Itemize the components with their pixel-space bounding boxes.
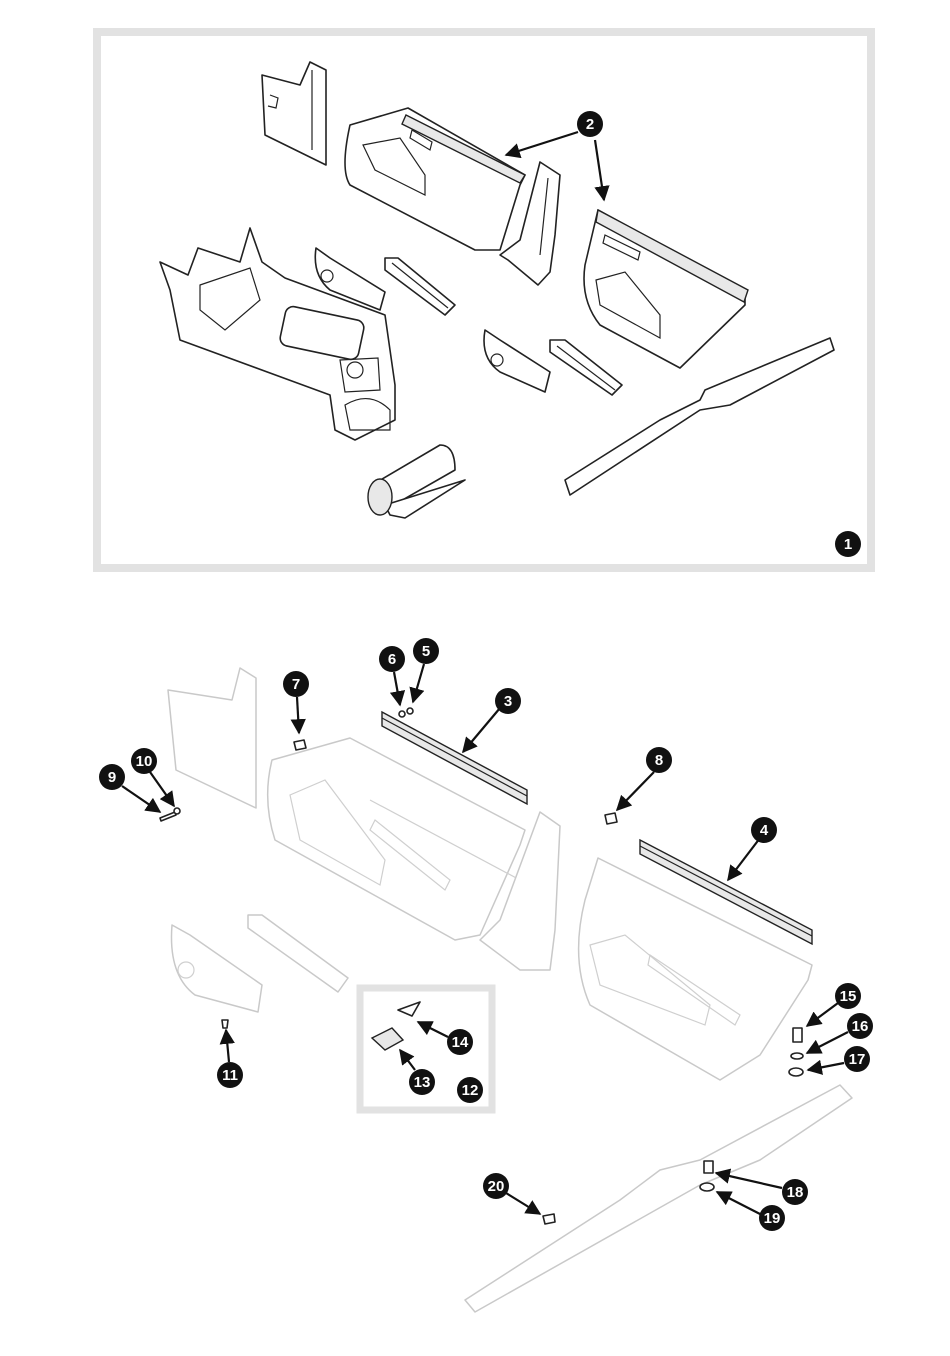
rear-pocket-right bbox=[483, 329, 551, 393]
front-door-card-left bbox=[344, 107, 527, 251]
callout-4: 4 bbox=[727, 817, 777, 882]
callout-17-label: 17 bbox=[849, 1051, 866, 1068]
front-pocket-left bbox=[314, 247, 386, 311]
callout-19-label: 19 bbox=[764, 1210, 781, 1227]
part-13-clip bbox=[370, 1027, 405, 1051]
callout-7-label: 7 bbox=[292, 676, 300, 693]
callout-3: 3 bbox=[462, 688, 521, 754]
callout-10-label: 10 bbox=[136, 753, 153, 770]
rear-quarter-card bbox=[261, 61, 327, 166]
inset-12-frame bbox=[356, 984, 496, 1114]
callout-6-label: 6 bbox=[388, 651, 396, 668]
part-19-washer bbox=[699, 1182, 715, 1192]
front-armrest-left bbox=[384, 257, 456, 316]
callout-2-label: 2 bbox=[586, 116, 594, 133]
callout-3-label: 3 bbox=[504, 693, 512, 710]
ghost-quarter-card bbox=[167, 667, 257, 809]
part-6-washer bbox=[398, 710, 406, 718]
callout-14-label: 14 bbox=[452, 1034, 469, 1051]
callout-9: 9 bbox=[99, 764, 162, 813]
callout-10: 10 bbox=[131, 748, 175, 808]
callout-16: 16 bbox=[805, 1013, 873, 1054]
part-7-fastener bbox=[293, 739, 307, 751]
exploded-detail-panel: 3 4 5 6 7 8 9 bbox=[99, 638, 873, 1313]
ghost-front-armrest bbox=[247, 914, 349, 993]
callout-13-label: 13 bbox=[414, 1074, 431, 1091]
part-14-screw bbox=[397, 1001, 421, 1017]
callout-14: 14 bbox=[416, 1021, 473, 1055]
callout-20: 20 bbox=[483, 1173, 542, 1215]
part-5-screw bbox=[406, 707, 414, 715]
callout-5: 5 bbox=[409, 638, 439, 704]
callout-18-label: 18 bbox=[787, 1184, 804, 1201]
callout-8-label: 8 bbox=[655, 752, 663, 769]
ghost-b-pillar bbox=[479, 811, 561, 971]
callout-5-label: 5 bbox=[422, 643, 430, 660]
callout-11-label: 11 bbox=[222, 1067, 238, 1084]
callout-18: 18 bbox=[714, 1168, 808, 1205]
callout-17: 17 bbox=[806, 1046, 870, 1075]
part-20-fastener bbox=[542, 1213, 556, 1225]
part-15-bolt bbox=[792, 1027, 803, 1043]
part-17-washer bbox=[788, 1067, 804, 1077]
callout-13: 13 bbox=[399, 1048, 435, 1095]
callout-1: 1 bbox=[835, 531, 861, 557]
center-console bbox=[159, 227, 396, 441]
callout-8: 8 bbox=[615, 747, 672, 812]
part-3-capping-rail bbox=[381, 710, 528, 806]
ghost-rear-door bbox=[577, 857, 813, 1081]
callout-6: 6 bbox=[379, 646, 406, 707]
rear-armrest-right bbox=[549, 339, 623, 396]
part-18-bolt bbox=[703, 1160, 714, 1174]
part-11-screw bbox=[221, 1019, 229, 1029]
callout-7: 7 bbox=[283, 671, 309, 735]
callout-15: 15 bbox=[805, 983, 861, 1027]
part-8-fastener bbox=[604, 812, 618, 825]
callout-12-label: 12 bbox=[462, 1082, 479, 1099]
callout-20-label: 20 bbox=[488, 1178, 505, 1195]
ghost-front-pocket bbox=[170, 924, 263, 1013]
callout-12: 12 bbox=[457, 1077, 483, 1103]
b-pillar-trim bbox=[499, 161, 561, 286]
part-4-capping-rail bbox=[639, 838, 813, 946]
rear-door-card bbox=[583, 208, 749, 369]
callout-2: 2 bbox=[504, 111, 610, 202]
kit-panel-frame bbox=[93, 28, 875, 572]
callout-11: 11 bbox=[217, 1028, 243, 1088]
ghost-parcel-shelf bbox=[464, 1084, 853, 1313]
kit-overview-panel: 2 1 bbox=[93, 28, 875, 572]
parcel-shelf-trim bbox=[564, 337, 835, 496]
callout-4-label: 4 bbox=[760, 822, 769, 839]
part-10-washer bbox=[173, 807, 181, 815]
callout-9-label: 9 bbox=[108, 769, 116, 786]
part-9-screw bbox=[159, 811, 177, 822]
part-16-washer bbox=[790, 1052, 804, 1060]
material-roll bbox=[367, 444, 466, 519]
callout-19: 19 bbox=[715, 1191, 785, 1231]
callout-15-label: 15 bbox=[840, 988, 857, 1005]
callout-1-label: 1 bbox=[844, 536, 852, 553]
callout-16-label: 16 bbox=[852, 1018, 869, 1035]
